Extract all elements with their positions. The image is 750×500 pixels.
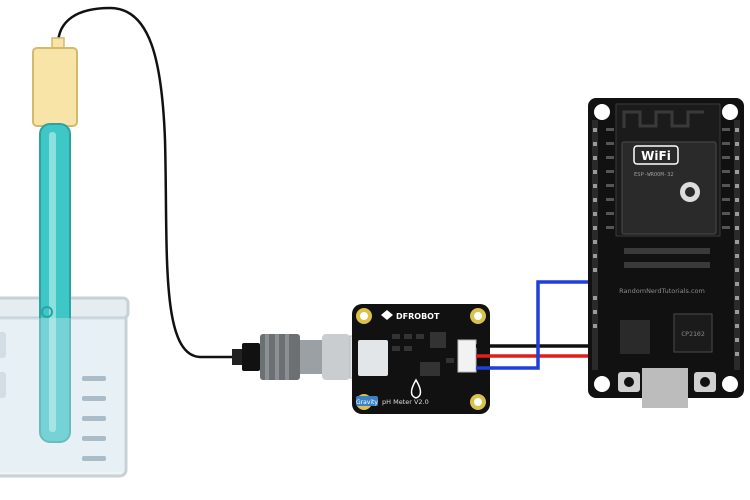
module-text: ESP-WROOM-32 [634,172,674,178]
esp32-chip-icon: WiFi ESP-WROOM-32 [615,103,721,237]
probe-cable [56,6,232,359]
ph-probe-icon [32,37,78,443]
usb-port [642,368,688,408]
usb-chip-label: CP2102 [681,330,705,338]
ph-sensor-board: DFROBOT Gravity pH Meter V2.0 [352,304,490,414]
wifi-logo: WiFi [641,149,671,163]
sensor-gravity-badge: Gravity [356,399,378,406]
drop-icon [410,378,422,399]
wires [476,280,598,370]
esp32-board: WiFi ESP-WROOM-32 [588,98,744,408]
wire-blue [476,280,598,370]
bnc-connector-icon [232,334,369,380]
beaker-water [0,318,124,472]
watermark-text: RandomNerdTutorials.com [619,287,705,295]
sensor-brand-label: DFROBOT [396,312,440,321]
dfrobot-logo-icon [381,310,393,320]
sensor-model-label: pH Meter V2.0 [382,398,429,406]
